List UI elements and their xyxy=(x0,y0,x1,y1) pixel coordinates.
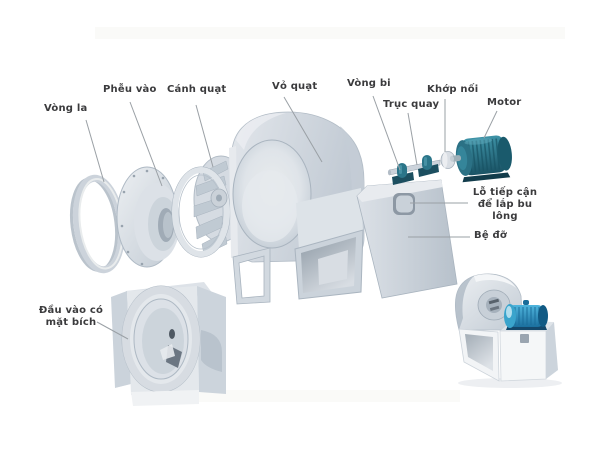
label-impeller: Cánh quạt xyxy=(167,84,227,95)
label-housing: Vỏ quạt xyxy=(272,81,318,92)
label-base: Bệ đỡ xyxy=(474,230,507,241)
inset-motor xyxy=(504,300,548,330)
label-inlet-cone: Phễu vào xyxy=(103,84,157,95)
inset-assembled-fan xyxy=(454,273,562,388)
base-part xyxy=(356,179,458,299)
motor-part xyxy=(449,135,512,183)
leader-lines xyxy=(85,95,498,340)
label-ring: Vòng la xyxy=(44,103,88,114)
label-coupling: Khớp nối xyxy=(427,84,479,95)
inlet-cone-part xyxy=(116,166,180,268)
label-flanged-inlet: Đầu vào có mặt bích xyxy=(38,305,104,328)
label-bearing: Vòng bi xyxy=(347,78,391,89)
inset-flanged-inlet xyxy=(111,282,226,406)
label-shaft: Trục quay xyxy=(383,99,440,110)
housing-stand xyxy=(232,247,271,305)
bearing-part xyxy=(392,163,414,185)
housing-part xyxy=(229,111,365,305)
bearing-part xyxy=(418,155,439,177)
shaft-assembly xyxy=(387,151,456,185)
label-access-hole: Lỗ tiếp cận để lắp bu lông xyxy=(472,187,538,222)
label-motor: Motor xyxy=(487,97,522,108)
